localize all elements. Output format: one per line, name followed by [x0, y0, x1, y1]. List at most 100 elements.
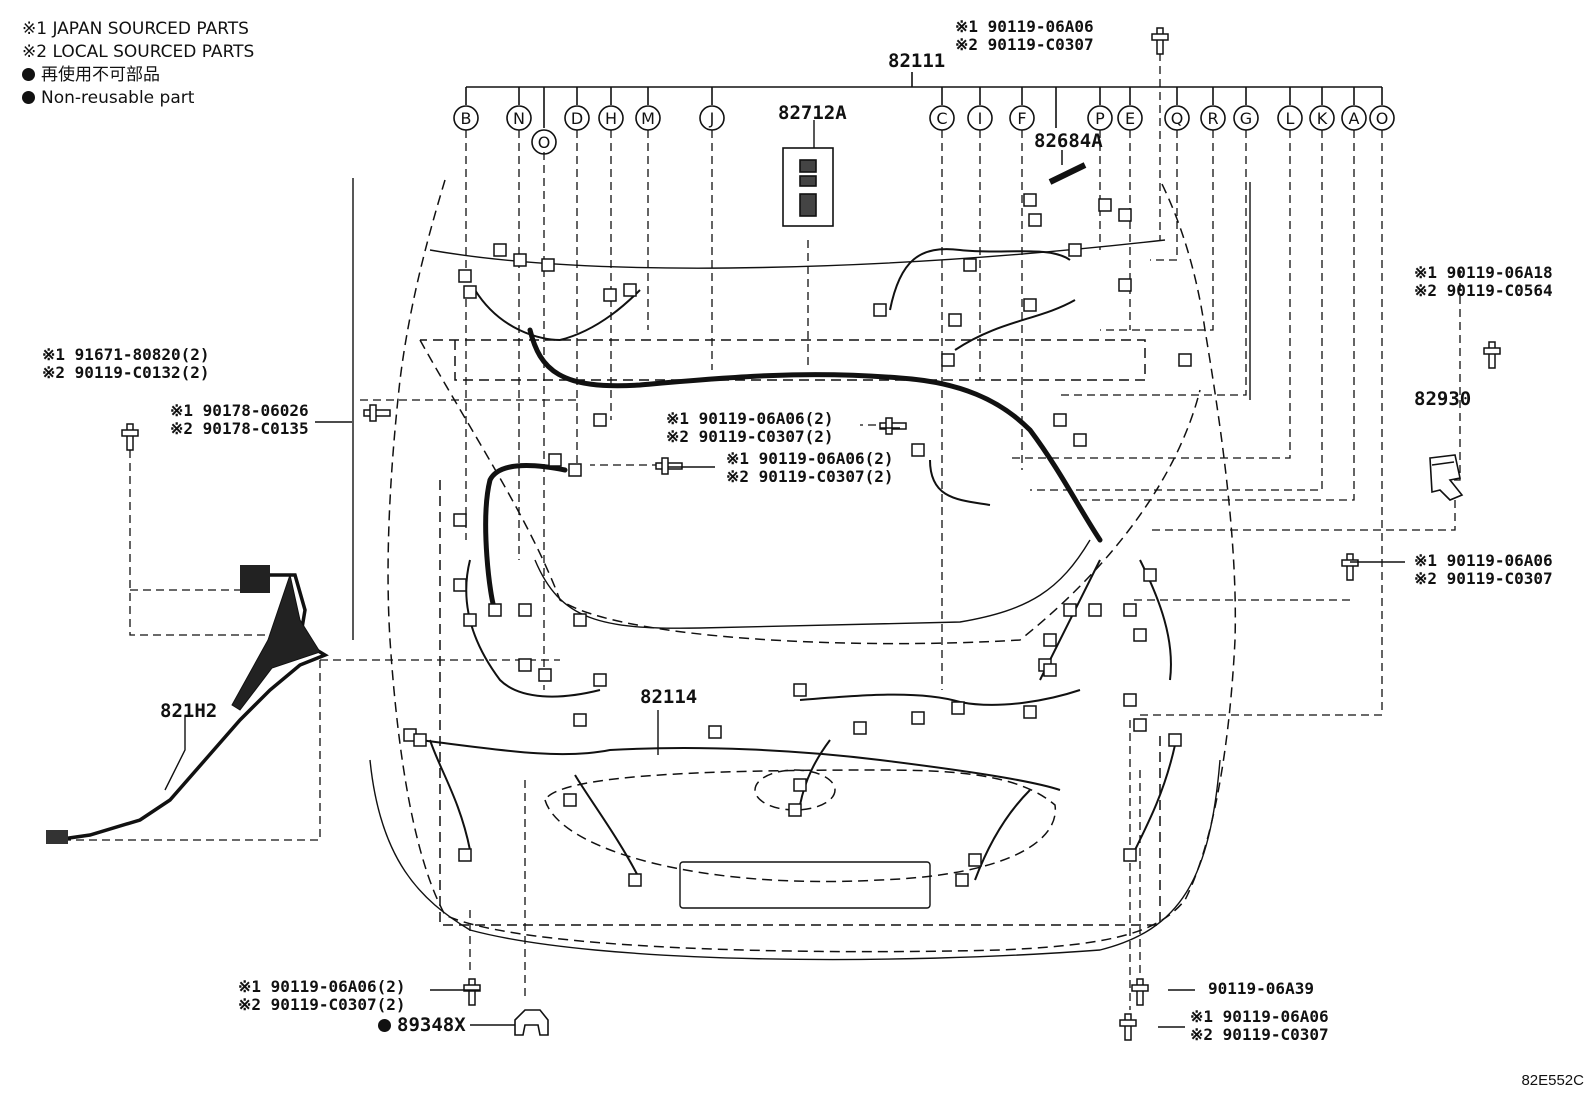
bolt-icon: [1119, 1013, 1137, 1041]
connector-icon: [1043, 663, 1057, 677]
bolt-center-b-1: ※1 90119-06A06(2): [726, 449, 894, 468]
connector-icon: [1043, 633, 1057, 647]
connector-icon: [513, 253, 527, 267]
callout-letter-n: N: [513, 109, 525, 128]
part-89348x-label: 89348X: [378, 1014, 466, 1036]
connector-icon: [1133, 628, 1147, 642]
connector-icon: [518, 603, 532, 617]
bullet-icon: [22, 91, 35, 104]
bolt-left-91671-2: ※2 90119-C0132(2): [42, 363, 210, 382]
bolt-icon: [463, 978, 481, 1006]
diagram-code: 82E552C: [1521, 1072, 1584, 1089]
connector-icon: [911, 443, 925, 457]
connector-icon: [1068, 243, 1082, 257]
bolt-left-90178-2: ※2 90178-C0135: [170, 419, 309, 438]
connector-icon: [458, 269, 472, 283]
bolt-center-a-1: ※1 90119-06A06(2): [666, 409, 834, 428]
connector-icon: [573, 613, 587, 627]
bolt-left-90178-1: ※1 90178-06026: [170, 401, 309, 420]
connector-icon: [1073, 433, 1087, 447]
connector-icon: [793, 778, 807, 792]
connector-icon: [1168, 733, 1182, 747]
connector-icon: [873, 303, 887, 317]
connector-icon: [1098, 198, 1112, 212]
connector-icon: [1053, 413, 1067, 427]
callout-letter-f: F: [1017, 109, 1026, 128]
main-harness-bracket: [465, 72, 1383, 128]
bolt-icon: [363, 404, 391, 422]
connector-icon: [493, 243, 507, 257]
bolt-right-mid-1: ※1 90119-06A06: [1414, 551, 1553, 570]
bolt-bottom-right-2: ※2 90119-C0307: [1190, 1025, 1329, 1044]
callout-letter-q: Q: [1171, 109, 1184, 128]
connector-icon: [463, 613, 477, 627]
connector-icon: [941, 353, 955, 367]
bolt-bottom-right-1: ※1 90119-06A06: [1190, 1007, 1329, 1026]
connector-icon: [1143, 568, 1157, 582]
callout-letter-a: A: [1349, 109, 1360, 128]
connector-icon: [518, 658, 532, 672]
part-82930-label: 82930: [1414, 388, 1472, 410]
connector-icon: [793, 683, 807, 697]
callout-letter-e: E: [1125, 109, 1135, 128]
connector-icon: [1028, 213, 1042, 227]
connector-icon: [488, 603, 502, 617]
legend-non-reusable-jp: 再使用不可部品: [22, 64, 254, 87]
part-821h2-label: 821H2: [160, 700, 218, 722]
connector-icon: [568, 463, 582, 477]
bolt-bottom-left-1: ※1 90119-06A06(2): [238, 977, 406, 996]
legend-local-sourced: ※2 LOCAL SOURCED PARTS: [22, 42, 255, 62]
connector-icon: [603, 288, 617, 302]
part-82712a-label: 82712A: [778, 102, 847, 124]
callout-letter-b: B: [461, 109, 472, 128]
connector-icon: [1123, 693, 1137, 707]
connector-icon: [951, 701, 965, 715]
connector-icon: [708, 725, 722, 739]
side-harness-821h2-icon: [46, 565, 329, 844]
bolt-icon: [1151, 27, 1169, 55]
connector-icon: [541, 258, 555, 272]
connector-icon: [463, 285, 477, 299]
bolt-bottom-left-2: ※2 90119-C0307(2): [238, 995, 406, 1014]
connector-icon: [593, 413, 607, 427]
relay-block-icon: [782, 147, 834, 227]
callout-letter-m: M: [641, 109, 655, 128]
connector-icon: [1118, 278, 1132, 292]
part-82684a-label: 82684A: [1034, 130, 1103, 152]
bolt-top-right-2: ※2 90119-C0307: [955, 35, 1094, 54]
connector-icon: [538, 668, 552, 682]
connector-icon: [563, 793, 577, 807]
connector-icon: [1023, 298, 1037, 312]
callout-letter-o: O: [1376, 109, 1389, 128]
part-82111-label: 82111: [888, 50, 946, 72]
bullet-icon: [22, 68, 35, 81]
connector-82684-marker: [1048, 162, 1087, 185]
bolt-icon: [121, 423, 139, 451]
callout-letter-d: D: [571, 109, 583, 128]
connector-icon: [1088, 603, 1102, 617]
connector-icon: [413, 733, 427, 747]
connector-icon: [955, 873, 969, 887]
connector-icon: [453, 578, 467, 592]
connector-icon: [1133, 718, 1147, 732]
bolt-icon: [1131, 978, 1149, 1006]
callout-letter-g: G: [1240, 109, 1252, 128]
callout-letter-i: I: [978, 109, 983, 128]
legend: ※1 JAPAN SOURCED PARTS ※2 LOCAL SOURCED …: [22, 18, 254, 110]
connector-icon: [628, 873, 642, 887]
bolt-icon: [879, 417, 907, 435]
non-reusable-icon: [378, 1019, 391, 1032]
connector-icon: [788, 803, 802, 817]
bolt-icon: [1483, 341, 1501, 369]
legend-non-reusable-en: Non-reusable part: [22, 87, 254, 110]
connector-icon: [458, 848, 472, 862]
connector-icon: [1118, 208, 1132, 222]
connector-icon: [1123, 603, 1137, 617]
bolt-center-b-2: ※2 90119-C0307(2): [726, 467, 894, 486]
bolt-icon: [655, 457, 683, 475]
connector-icon: [1063, 603, 1077, 617]
callout-letter-o: O: [538, 133, 551, 152]
connector-icon: [593, 673, 607, 687]
connector-icon: [623, 283, 637, 297]
